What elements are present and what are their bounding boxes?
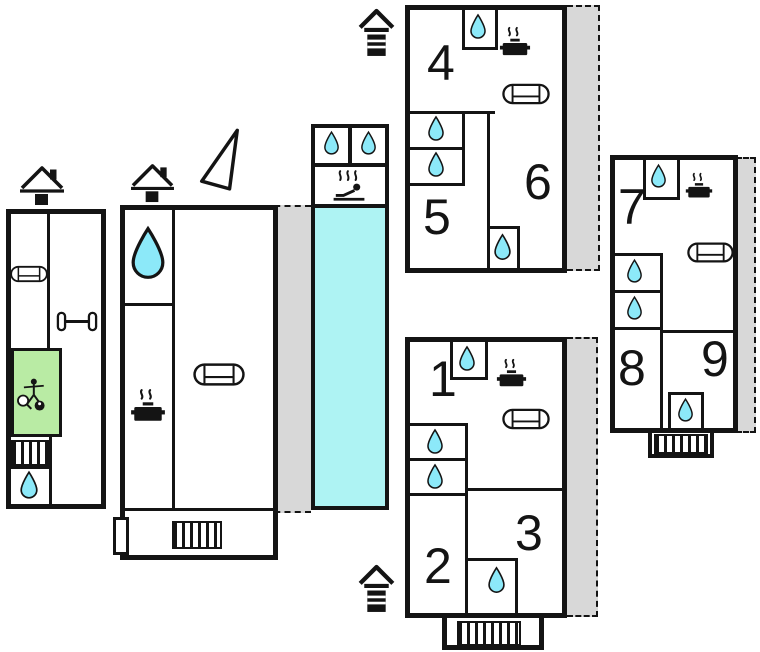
- wall-segment: [660, 330, 733, 333]
- wall-segment: [450, 342, 453, 380]
- wall-segment: [615, 290, 660, 293]
- wall-segment: [485, 342, 488, 380]
- wall-segment: [615, 253, 663, 256]
- wall-segment: [410, 423, 468, 426]
- wall-segment: [125, 508, 273, 511]
- flag-icon: [195, 127, 243, 197]
- wall-segment: [11, 466, 49, 469]
- well-icon: [357, 8, 396, 59]
- wall-segment: [410, 183, 462, 186]
- radiator: [654, 434, 708, 454]
- shower-icon: [458, 345, 476, 372]
- wall-segment: [660, 253, 663, 428]
- sofa-icon: [502, 82, 550, 106]
- wall-segment: [677, 160, 680, 200]
- sofa-icon: [502, 407, 550, 431]
- wall-segment: [410, 458, 465, 461]
- wall-segment: [701, 392, 704, 428]
- sofa-icon: [687, 241, 734, 264]
- wall-segment: [487, 226, 520, 229]
- room-label-7: 7: [618, 179, 646, 235]
- wall-segment: [47, 214, 50, 348]
- shower-icon: [129, 222, 167, 284]
- house-chimney-icon: [131, 163, 174, 204]
- shower-icon: [360, 130, 377, 156]
- shower-icon: [677, 397, 694, 423]
- shower-icon: [19, 470, 39, 500]
- wall-segment: [410, 147, 462, 150]
- game-room: [11, 348, 62, 437]
- room-label-4: 4: [427, 35, 455, 91]
- sofa-icon: [10, 264, 48, 284]
- shower-icon: [493, 232, 512, 262]
- wall-segment: [668, 392, 704, 395]
- room-label-1: 1: [429, 351, 457, 407]
- wall-segment: [462, 111, 465, 186]
- terrace-unit-123: [567, 337, 598, 617]
- radiator: [11, 440, 49, 466]
- room-label-8: 8: [618, 340, 646, 396]
- room-label-2: 2: [424, 538, 452, 594]
- shower-icon: [650, 163, 667, 189]
- wall-segment: [495, 10, 498, 50]
- dumbbell-icon: [54, 311, 100, 332]
- shower-icon: [426, 463, 444, 490]
- kitchen-pot-icon: [684, 172, 714, 200]
- shower-icon: [469, 13, 487, 40]
- entrance-door: [113, 517, 129, 555]
- room-label-6: 6: [524, 154, 552, 210]
- kitchen-pot-icon: [129, 388, 167, 424]
- wall-segment: [462, 10, 465, 50]
- sofa-icon: [193, 362, 245, 387]
- wall-segment: [49, 437, 52, 504]
- game-room-figure-icon: [14, 373, 52, 415]
- kitchen-pot-icon: [498, 26, 532, 58]
- terrace-unit-789: [736, 157, 756, 433]
- unit-789-walls: [610, 155, 738, 433]
- wall-segment: [172, 210, 175, 510]
- wall-segment: [517, 226, 520, 268]
- shower-icon: [626, 295, 643, 321]
- wall-segment: [643, 197, 680, 200]
- shower-icon: [427, 151, 445, 178]
- wall-segment: [125, 303, 175, 306]
- house-chimney-icon: [20, 165, 64, 207]
- wall-segment: [410, 111, 495, 114]
- shower-icon: [427, 115, 445, 142]
- room-label-5: 5: [423, 189, 451, 245]
- wall-segment: [465, 488, 562, 491]
- room-label-9: 9: [701, 331, 729, 387]
- swimming-pool: [311, 204, 389, 510]
- radiator: [172, 521, 222, 549]
- wall-segment: [450, 377, 488, 380]
- wall-segment: [410, 493, 465, 496]
- wall-segment: [487, 111, 490, 268]
- shower-icon: [323, 130, 340, 156]
- shower-icon: [487, 565, 506, 595]
- wall-segment: [465, 423, 468, 613]
- shower-icon: [626, 258, 643, 284]
- terrace-unit-456: [567, 5, 600, 271]
- wall-segment: [668, 392, 671, 428]
- wall-segment: [462, 47, 498, 50]
- well-icon: [357, 564, 396, 615]
- wall-segment: [465, 558, 518, 561]
- wall-segment: [615, 327, 660, 330]
- kitchen-pot-icon: [495, 358, 528, 389]
- room-label-3: 3: [515, 505, 543, 561]
- sauna-icon: [327, 169, 371, 202]
- shower-icon: [426, 428, 444, 455]
- wall-segment: [643, 160, 646, 200]
- radiator: [457, 621, 521, 646]
- wall-segment: [515, 558, 518, 613]
